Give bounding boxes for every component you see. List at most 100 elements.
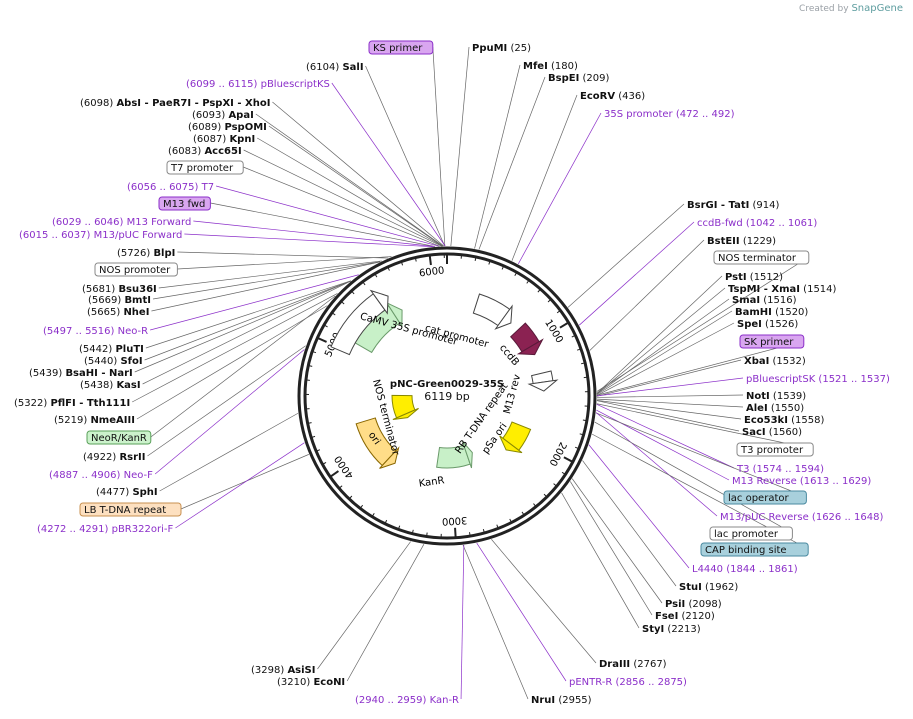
label-xbai[interactable]: XbaI (1532) (744, 356, 806, 367)
label-sfoi[interactable]: (5440) SfoI (84, 356, 143, 367)
label-cap-site[interactable]: CAP binding site (700, 542, 809, 557)
ruler-label: 3000 (442, 514, 468, 527)
label-lb-tdna[interactable]: LB T-DNA repeat (79, 502, 182, 517)
label-t7[interactable]: (6056 .. 6075) T7 (127, 182, 214, 193)
label-psii[interactable]: PsiI (2098) (665, 599, 722, 610)
leader-line-ecorv (511, 94, 578, 261)
label-m13forward[interactable]: (6029 .. 6046) M13 Forward (52, 217, 191, 228)
label-alei[interactable]: AleI (1550) (746, 403, 804, 414)
ruler-tick (384, 519, 388, 524)
label-t3[interactable]: T3 (1574 .. 1594) (736, 464, 824, 475)
label-sphi[interactable]: (4477) SphI (96, 487, 158, 498)
label-lac-operator[interactable]: lac operator (723, 490, 807, 505)
label-bsrgi[interactable]: BsrGI - TatI (914) (687, 200, 780, 211)
label-absi[interactable]: (6098) AbsI - PaeR7I - PspXI - XhoI (80, 98, 270, 109)
label-nos-terminator[interactable]: NOS terminator (713, 250, 810, 265)
label-kpni[interactable]: (6087) KpnI (193, 134, 255, 145)
label-neo-f[interactable]: (4887 .. 4906) Neo-F (49, 470, 153, 481)
label-pspomi[interactable]: (6089) PspOMI (188, 122, 267, 133)
leader-line-fsei (569, 481, 653, 616)
feature-label-sk-primer: SK primer (744, 337, 794, 348)
label-apai[interactable]: (6093) ApaI (192, 110, 254, 121)
label-m13puc[interactable]: (6015 .. 6037) M13/pUC Forward (19, 230, 182, 241)
label-mfei[interactable]: MfeI (180) (523, 61, 578, 72)
label-ccdb-fwd[interactable]: ccdB-fwd (1042 .. 1061) (697, 218, 817, 229)
label-tspmi[interactable]: TspMI - XmaI (1514) (728, 284, 837, 295)
leader-line-pflfi (132, 293, 338, 403)
ruler-tick (317, 336, 327, 343)
label-nos-promoter[interactable]: NOS promoter (94, 262, 178, 277)
label-ecorv[interactable]: EcoRV (436) (580, 91, 645, 102)
label-bmti[interactable]: (5669) BmtI (88, 295, 151, 306)
label-bspei[interactable]: BspEI (209) (548, 73, 609, 84)
ruler-tick (469, 532, 471, 537)
label-neo-r[interactable]: (5497 .. 5516) Neo-R (43, 326, 148, 337)
label-asisi[interactable]: (3298) AsiSI (251, 665, 315, 676)
leader-line-sali (365, 65, 446, 247)
label-saci[interactable]: SacI (1560) (742, 427, 802, 438)
primer-label-kan-r: (2940 .. 2959) Kan-R (355, 695, 459, 706)
label-m13reverse[interactable]: M13 Reverse (1613 .. 1629) (732, 476, 871, 487)
label-nmeaiii[interactable]: (5219) NmeAIII (54, 415, 135, 426)
enzyme-label-absi: (6098) AbsI - PaeR7I - PspXI - XhoI (80, 98, 270, 109)
ruler-tick (521, 511, 525, 516)
enzyme-label-fsei: FseI (2120) (655, 611, 715, 622)
label-psti[interactable]: PstI (1512) (725, 272, 783, 283)
label-sk-primer[interactable]: SK primer (739, 334, 805, 349)
label-t7-promoter[interactable]: T7 promoter (166, 160, 244, 175)
label-draiii[interactable]: DraIII (2767) (599, 659, 667, 670)
label-t3-promoter[interactable]: T3 promoter (736, 442, 814, 457)
leader-line-pbr322 (175, 442, 305, 529)
feature-box-nos-promoter (94, 262, 178, 277)
label-eco53ki[interactable]: Eco53kI (1558) (744, 415, 824, 426)
label-spei[interactable]: SpeI (1526) (737, 319, 798, 330)
label-neor-kanr[interactable]: NeoR/KanR (86, 430, 152, 445)
label-pflfi[interactable]: (5322) PflFI - Tth111I (14, 398, 130, 409)
label-nhei[interactable]: (5665) NheI (87, 307, 149, 318)
leader-line-smai (596, 298, 730, 395)
leader-line-mfei (474, 64, 521, 249)
label-fsei[interactable]: FseI (2120) (655, 611, 715, 622)
label-bsahi[interactable]: (5439) BsaHI - NarI (29, 368, 133, 379)
label-nrui[interactable]: NruI (2955) (531, 695, 592, 706)
feature-label-ks-primer: KS primer (373, 43, 423, 54)
label-bamhi[interactable]: BamHI (1520) (735, 307, 808, 318)
leader-line-psti (596, 275, 723, 394)
label-m13fwd[interactable]: M13 fwd (158, 196, 211, 211)
label-sali[interactable]: (6104) SalI (306, 62, 364, 73)
leader-line-pspomi (268, 125, 443, 247)
label-acc65i[interactable]: (6083) Acc65I (168, 146, 242, 157)
label-ppumi[interactable]: PpuMI (25) (472, 43, 531, 54)
label-kan-r[interactable]: (2940 .. 2959) Kan-R (355, 695, 459, 706)
label-bsteii[interactable]: BstEII (1229) (707, 236, 776, 247)
leader-line-l4440 (588, 444, 690, 569)
enzyme-label-rsrii: (4922) RsrII (83, 452, 145, 463)
label-pbluescriptsk[interactable]: pBluescriptSK (1521 .. 1537) (746, 374, 890, 385)
leader-line-stui (582, 460, 677, 587)
label-rsrii[interactable]: (4922) RsrII (83, 452, 145, 463)
label-pentr-r[interactable]: pENTR-R (2856 .. 2875) (569, 677, 687, 688)
ruler-label: 2000 (546, 440, 568, 468)
label-pluti[interactable]: (5442) PluTI (79, 344, 144, 355)
label-pbr322[interactable]: (4272 .. 4291) pBR322ori-F (37, 524, 173, 535)
label-l4440[interactable]: L4440 (1844 .. 1861) (692, 564, 798, 575)
label-econi[interactable]: (3210) EcoNI (277, 677, 345, 688)
label-smai[interactable]: SmaI (1516) (732, 295, 797, 306)
label-bsu36i[interactable]: (5681) Bsu36I (82, 284, 157, 295)
label-noti[interactable]: NotI (1539) (746, 391, 806, 402)
label-ks-primer[interactable]: KS primer (368, 40, 434, 55)
label-kasi[interactable]: (5438) KasI (80, 380, 141, 391)
label-pbluescriptks[interactable]: (6099 .. 6115) pBluescriptKS (186, 79, 330, 90)
leader-line-bsteii (589, 239, 705, 351)
primer-label-pbluescriptsk: pBluescriptSK (1521 .. 1537) (746, 374, 890, 385)
enzyme-label-bamhi: BamHI (1520) (735, 307, 808, 318)
ruler-tick (482, 528, 485, 534)
leader-line-nmeaiii (136, 305, 328, 420)
label-35s-primer[interactable]: 35S promoter (472 .. 492) (604, 109, 735, 120)
label-blpi[interactable]: (5726) BlpI (117, 248, 175, 259)
label-lac-promoter[interactable]: lac promoter (709, 526, 793, 541)
kanr-arrow-head (461, 441, 473, 469)
label-m13puc-rev[interactable]: M13/pUC Reverse (1626 .. 1648) (720, 512, 883, 523)
label-styi[interactable]: StyI (2213) (642, 624, 701, 635)
label-stui[interactable]: StuI (1962) (679, 582, 738, 593)
